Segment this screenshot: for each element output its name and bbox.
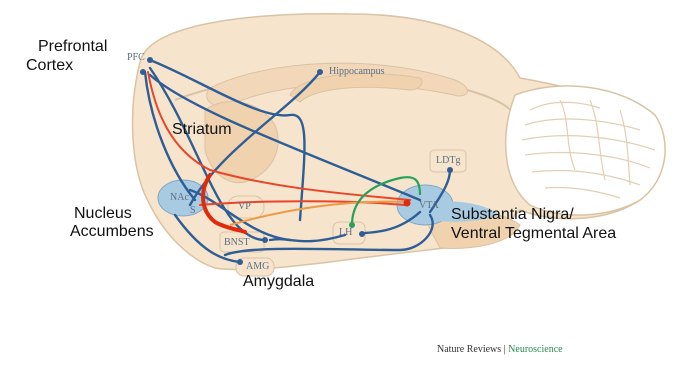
hippocampus-label: Hippocampus: [329, 66, 385, 77]
vp-label: VP: [238, 201, 251, 212]
amygdala-label: Amygdala: [243, 272, 314, 291]
figure-credit: Nature Reviews | Neuroscience: [437, 344, 563, 355]
credit-journal: Neuroscience: [508, 344, 562, 355]
pfc-label: PFC: [127, 52, 145, 63]
s-label: S: [190, 205, 196, 216]
bnst-label: BNST: [224, 237, 250, 248]
credit-source: Nature Reviews: [437, 344, 501, 355]
substantia-label: Substantia Nigra/: [451, 205, 574, 224]
red-dot: [404, 200, 411, 207]
ldtg-label: LDTg: [436, 155, 460, 166]
nac-label: NAc: [170, 192, 189, 203]
prefrontal-label: Prefrontal: [38, 37, 107, 56]
nucleus-label: Nucleus: [74, 204, 132, 223]
cerebellum: [506, 86, 665, 215]
amg-label: AMG: [246, 261, 269, 272]
credit-separator: |: [504, 344, 506, 355]
striatum-label: Striatum: [172, 120, 232, 139]
lh-label: LH: [339, 227, 352, 238]
vta-label: VTA: [419, 200, 439, 211]
cortex-label: Cortex: [26, 56, 73, 75]
vta-full-label: Ventral Tegmental Area: [451, 224, 616, 243]
accumbens-label: Accumbens: [70, 222, 154, 241]
